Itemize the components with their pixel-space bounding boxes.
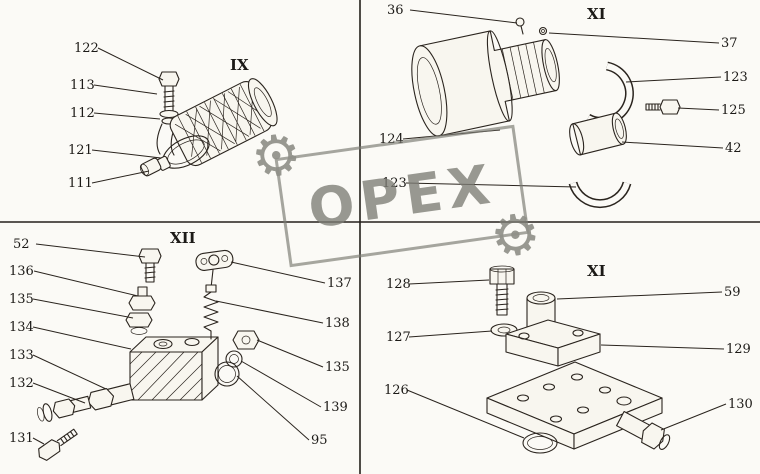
callout-131: 131 xyxy=(9,431,34,446)
callout-136: 136 xyxy=(9,264,34,279)
callout-135-a: 135 xyxy=(9,292,34,307)
callout-138: 138 xyxy=(325,316,350,331)
part-o-ring-126 xyxy=(522,432,558,454)
callout-112: 112 xyxy=(70,106,95,121)
part-elbow-130 xyxy=(616,410,671,450)
callout-36: 36 xyxy=(387,3,404,18)
callout-134: 134 xyxy=(9,320,34,335)
callout-126: 126 xyxy=(384,383,409,398)
part-washer-139 xyxy=(225,350,243,368)
gear-icon: ⚙ xyxy=(247,120,306,193)
section-label-xi-top: XI xyxy=(587,5,606,23)
callout-139: 139 xyxy=(323,400,348,415)
gear-icon: ⚙ xyxy=(486,200,545,272)
callout-52: 52 xyxy=(13,237,30,252)
callout-125: 125 xyxy=(721,103,746,118)
callout-123-a: 123 xyxy=(723,70,748,85)
callout-121: 121 xyxy=(68,143,93,158)
part-elbow-fittings xyxy=(37,383,135,422)
callout-95: 95 xyxy=(311,433,328,448)
callout-59: 59 xyxy=(724,285,741,300)
part-half-ring-upper xyxy=(585,61,634,126)
part-bolt-131 xyxy=(38,428,78,461)
callout-130: 130 xyxy=(728,397,753,412)
callout-37: 37 xyxy=(721,36,738,51)
part-valve-body xyxy=(129,336,219,401)
part-bushing xyxy=(569,112,627,156)
section-label-xi-bottom: XI xyxy=(587,262,606,280)
part-screw-and-washer xyxy=(515,17,548,36)
callout-122: 122 xyxy=(74,41,99,56)
callout-133: 133 xyxy=(9,348,34,363)
section-label-ix: IX xyxy=(230,56,249,74)
part-fitting-136 xyxy=(128,286,156,311)
callout-124: 124 xyxy=(379,132,404,147)
callout-135-b: 135 xyxy=(325,360,350,375)
part-bolt-128 xyxy=(489,265,515,316)
callout-42: 42 xyxy=(725,141,742,156)
callout-132: 132 xyxy=(9,376,34,391)
leader-lines xyxy=(32,9,727,445)
part-ring-95 xyxy=(214,361,240,387)
part-hose xyxy=(169,78,278,167)
callout-129: 129 xyxy=(726,342,751,357)
part-screw-52 xyxy=(138,248,162,283)
callout-127: 127 xyxy=(386,330,411,345)
part-union-bracket xyxy=(505,291,601,367)
section-label-xii: XII xyxy=(170,229,196,247)
callout-128: 128 xyxy=(386,277,411,292)
part-valve-spring xyxy=(203,284,219,340)
callout-137: 137 xyxy=(327,276,352,291)
part-bolt-125 xyxy=(645,99,681,115)
callout-113: 113 xyxy=(70,78,95,93)
callout-123-b: 123 xyxy=(382,176,407,191)
part-clutch-housing xyxy=(411,30,560,137)
part-flange-137 xyxy=(195,249,234,271)
part-nut-135 xyxy=(232,330,260,350)
watermark-text: OPEX xyxy=(304,151,500,241)
part-union-135 xyxy=(125,312,153,335)
part-half-ring-lower xyxy=(568,181,632,209)
callout-111: 111 xyxy=(68,176,93,191)
